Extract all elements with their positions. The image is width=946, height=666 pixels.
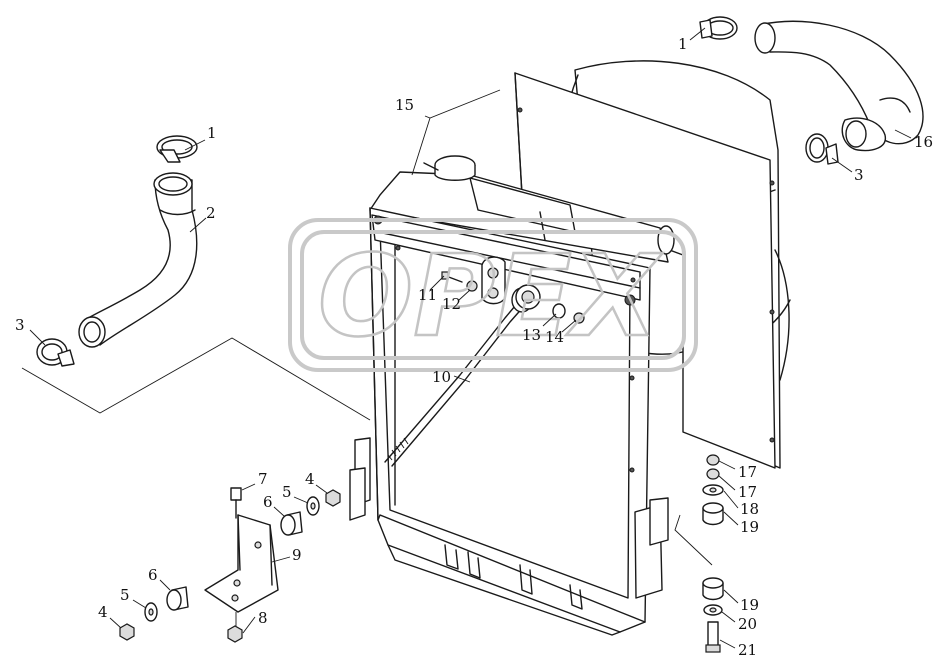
watermark-text: OPEX: [318, 232, 663, 362]
nut: [325, 489, 341, 507]
callout-17: 17: [738, 463, 757, 481]
callout-16: 16: [914, 133, 933, 151]
mounting-bracket: [204, 514, 279, 613]
rubber-mount: [702, 502, 724, 526]
nut: [573, 312, 585, 324]
hose-clamp: [805, 133, 839, 165]
rubber-mount: [702, 577, 724, 601]
mount-routing-line: [674, 514, 713, 566]
washer: [703, 604, 723, 616]
callout-19: 19: [740, 596, 759, 614]
callout-11: 11: [418, 286, 437, 304]
callout-19: 19: [740, 518, 759, 536]
callout-labels: 1 1 2 3 3 4 4 5 5 6 6 7 8 9 10 11 12 13 …: [15, 35, 933, 659]
callout-7: 7: [258, 470, 268, 488]
rubber-mount: [280, 511, 303, 536]
radiator-frame: [349, 207, 669, 623]
washer: [306, 496, 320, 516]
rubber-mount: [166, 586, 189, 611]
washer: [144, 602, 158, 622]
radiator-bottom-tank: [377, 514, 646, 636]
hose-clamp: [36, 338, 75, 367]
nut: [706, 454, 720, 466]
callout-12: 12: [442, 295, 461, 313]
callout-20: 20: [738, 615, 757, 633]
nut: [227, 612, 243, 643]
callout-1: 1: [678, 35, 688, 53]
callout-17: 17: [738, 483, 757, 501]
callout-leaders: [29, 27, 912, 649]
hose-clamp: [156, 135, 198, 163]
watermark: OPEX: [288, 218, 698, 372]
nut: [706, 468, 720, 480]
callout-5: 5: [282, 483, 292, 501]
callout-1: 1: [207, 124, 217, 142]
nut: [466, 280, 478, 292]
bolt: [441, 271, 463, 283]
callout-5: 5: [120, 586, 130, 604]
callout-13: 13: [522, 326, 541, 344]
callout-3: 3: [854, 166, 864, 184]
callout-3: 3: [15, 316, 25, 334]
callout-18: 18: [740, 500, 759, 518]
callout-4: 4: [305, 470, 315, 488]
callout-6: 6: [263, 493, 273, 511]
upper-hose: [754, 20, 924, 152]
washer: [702, 484, 724, 496]
bolt: [230, 487, 242, 519]
callout-6: 6: [148, 566, 158, 584]
hose-clamp: [699, 16, 738, 40]
callout-15: 15: [395, 96, 414, 114]
callout-2: 2: [206, 204, 216, 222]
callout-21: 21: [738, 641, 757, 659]
upper-bracket: [481, 256, 541, 310]
callout-8: 8: [258, 609, 268, 627]
callout-4: 4: [98, 603, 108, 621]
nut: [119, 623, 135, 641]
routing-line: [21, 337, 371, 421]
callout-14: 14: [545, 328, 564, 346]
callout-9: 9: [292, 546, 302, 564]
lower-hose: [78, 172, 198, 348]
callout-10: 10: [432, 368, 451, 386]
bolt: [705, 621, 721, 653]
